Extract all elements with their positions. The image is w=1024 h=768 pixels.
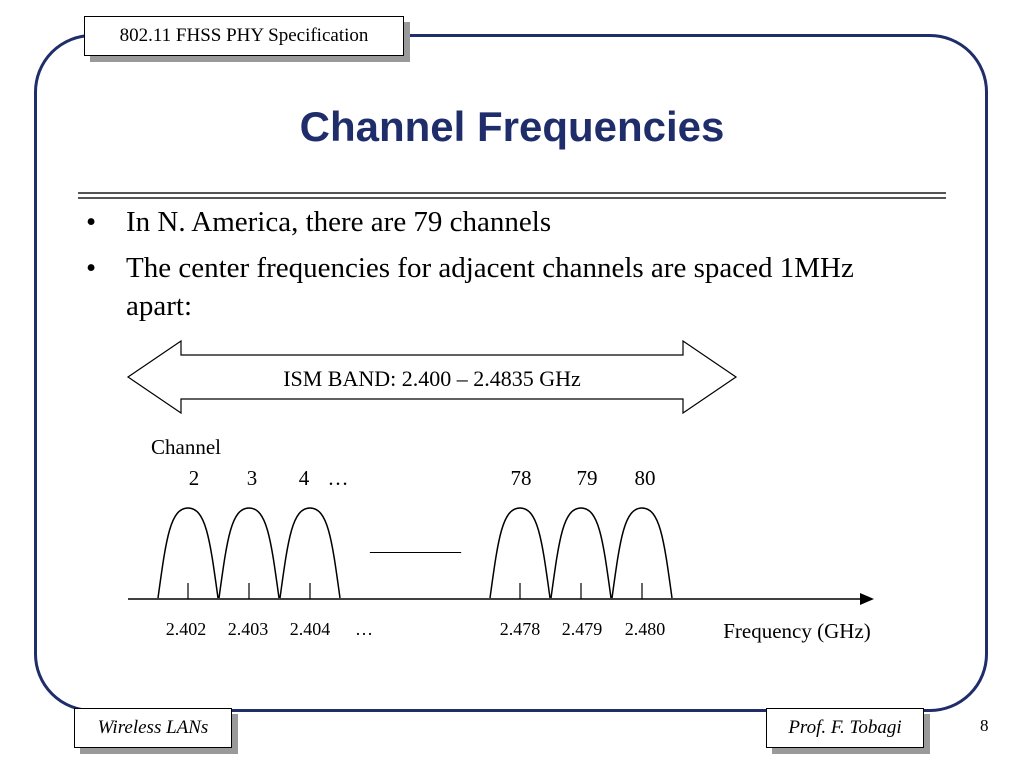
channel-spectrum — [489, 507, 551, 599]
channel-number: 78 — [511, 466, 532, 490]
ism-band-label: ISM BAND: 2.400 – 2.4835 GHz — [283, 366, 581, 391]
channel-label: Channel — [151, 435, 221, 459]
channel-number: 2 — [189, 466, 200, 490]
slide-title: Channel Frequencies — [299, 103, 725, 150]
gap-dashes: –––––––––– — [369, 540, 462, 562]
frequency-ellipsis: … — [355, 619, 373, 639]
frequency-axis-label: Frequency (GHz) — [723, 619, 871, 643]
channel-spectrum — [611, 507, 673, 599]
channel-number: 4 — [299, 466, 310, 490]
channel-number: 3 — [247, 466, 258, 490]
bullet-text: In N. America, there are 79 channels — [126, 206, 552, 238]
ism-band-arrow — [126, 339, 738, 415]
frequency-label: 2.404 — [290, 619, 331, 639]
title-rule-bottom — [78, 197, 946, 199]
channel-ellipsis: … — [328, 466, 349, 490]
bullet-item: • The center frequencies for adjacent ch… — [86, 249, 926, 325]
frequency-label: 2.403 — [228, 619, 269, 639]
bullet-text: The center frequencies for adjacent chan… — [126, 252, 854, 322]
channel-number: 80 — [635, 466, 656, 490]
bullet-dot-icon: • — [86, 252, 97, 284]
footer-right-tag: Prof. F. Tobagi — [766, 708, 924, 748]
bullet-item: • In N. America, there are 79 channels — [86, 203, 926, 241]
page-number: 8 — [980, 716, 989, 735]
frequency-label: 2.479 — [562, 619, 603, 639]
channel-spectrum — [279, 507, 341, 599]
header-tag: 802.11 FHSS PHY Specification — [84, 16, 404, 56]
axis-arrowhead-icon — [860, 593, 874, 605]
footer-left-tag: Wireless LANs — [74, 708, 232, 748]
channel-spectrum — [550, 507, 612, 599]
channel-spectrum — [218, 507, 280, 599]
bullet-list: • In N. America, there are 79 channels •… — [86, 203, 926, 333]
bullet-dot-icon: • — [86, 206, 97, 238]
frequency-label: 2.480 — [625, 619, 666, 639]
title-rule-top — [78, 192, 946, 194]
frequency-label: 2.478 — [500, 619, 541, 639]
channel-number: 79 — [577, 466, 598, 490]
frequency-label: 2.402 — [166, 619, 207, 639]
channel-spectrum — [157, 507, 219, 599]
